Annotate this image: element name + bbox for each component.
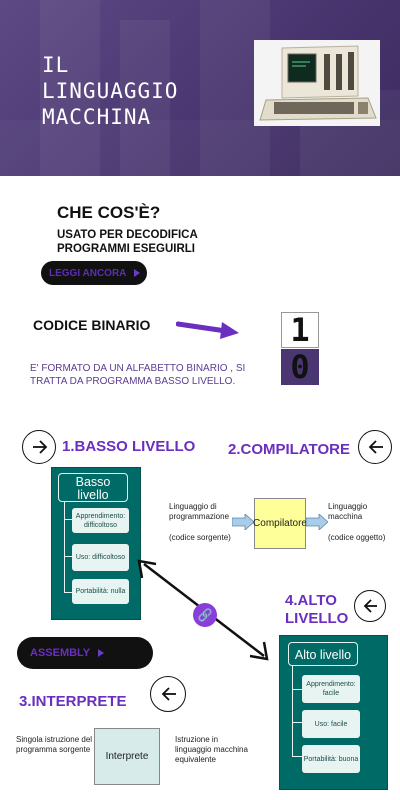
binary-title: CODICE BINARIO xyxy=(33,317,151,333)
compiler-box: Compilatore xyxy=(253,498,307,549)
arrow-left-icon xyxy=(363,599,377,613)
compiler-output-note: (codice oggetto) xyxy=(328,533,386,542)
low-level-usage-card: Uso: difficoltoso xyxy=(72,544,129,571)
arrow-right-icon xyxy=(33,440,48,454)
binary-digits: 1 0 xyxy=(281,311,319,386)
binary-section xyxy=(0,296,400,412)
previous-button[interactable] xyxy=(150,676,186,712)
vintage-computer-image xyxy=(254,40,380,126)
binary-digit-one: 1 xyxy=(281,311,319,349)
low-level-portability-card: Portabilità: nulla xyxy=(72,579,129,604)
interpreter-box: Interprete xyxy=(94,728,160,785)
compiler-input-label: Linguaggio di programmazione xyxy=(169,502,230,521)
intro-title: CHE COS'È? xyxy=(57,203,161,222)
arrow-left-icon xyxy=(368,440,383,454)
low-level-panel: Basso livello Apprendimento: difficoltos… xyxy=(51,467,141,620)
arrow-right-icon xyxy=(176,321,239,339)
high-level-heading: 4.ALTO LIVELLO xyxy=(285,592,349,627)
arrow-right-icon xyxy=(232,514,254,530)
high-level-portability-card: Portabilità: buona xyxy=(302,745,360,773)
link-icon[interactable]: 🔗 xyxy=(193,603,217,627)
interpreter-output-label: Istruzione in linguaggio macchina equiva… xyxy=(175,735,248,764)
read-more-label: LEGGI ANCORA xyxy=(49,267,127,279)
binary-description: E' FORMATO DA UN ALFABETTO BINARIO , SI … xyxy=(30,363,246,387)
arrow-left-icon xyxy=(161,687,176,701)
assembly-button[interactable]: ASSEMBLY xyxy=(17,637,153,669)
play-icon xyxy=(134,269,141,277)
high-level-usage-card: Uso: facile xyxy=(302,710,360,738)
low-level-learning-card: Apprendimento: difficoltoso xyxy=(72,508,129,533)
compiler-output-label: Linguaggio macchina xyxy=(328,502,368,521)
intro-description: USATO PER DECODIFICA PROGRAMMI ESEGUIRLI xyxy=(57,229,198,255)
arrow-right-icon xyxy=(306,514,328,530)
play-icon xyxy=(98,649,105,657)
interpreter-input-label: Singola istruzione del programma sorgent… xyxy=(16,735,93,754)
next-button[interactable] xyxy=(22,430,56,464)
assembly-label: ASSEMBLY xyxy=(30,647,91,659)
high-level-learning-card: Apprendimento: facile xyxy=(302,675,360,703)
low-level-heading: 1.BASSO LIVELLO xyxy=(62,438,196,455)
compiler-input-note: (codice sorgente) xyxy=(169,533,231,542)
read-more-button[interactable]: LEGGI ANCORA xyxy=(41,261,147,285)
binary-digit-zero: 0 xyxy=(281,348,319,386)
high-level-panel-title: Alto livello xyxy=(288,642,358,666)
high-level-panel: Alto livello Apprendimento: facile Uso: … xyxy=(279,635,388,790)
previous-button[interactable] xyxy=(354,590,386,622)
previous-button[interactable] xyxy=(358,430,392,464)
compiler-heading: 2.COMPILATORE xyxy=(228,441,350,458)
page-title: IL LINGUAGGIO MACCHINA xyxy=(42,53,179,129)
interpreter-heading: 3.INTERPRETE xyxy=(19,693,127,710)
low-level-panel-title: Basso livello xyxy=(58,473,128,502)
